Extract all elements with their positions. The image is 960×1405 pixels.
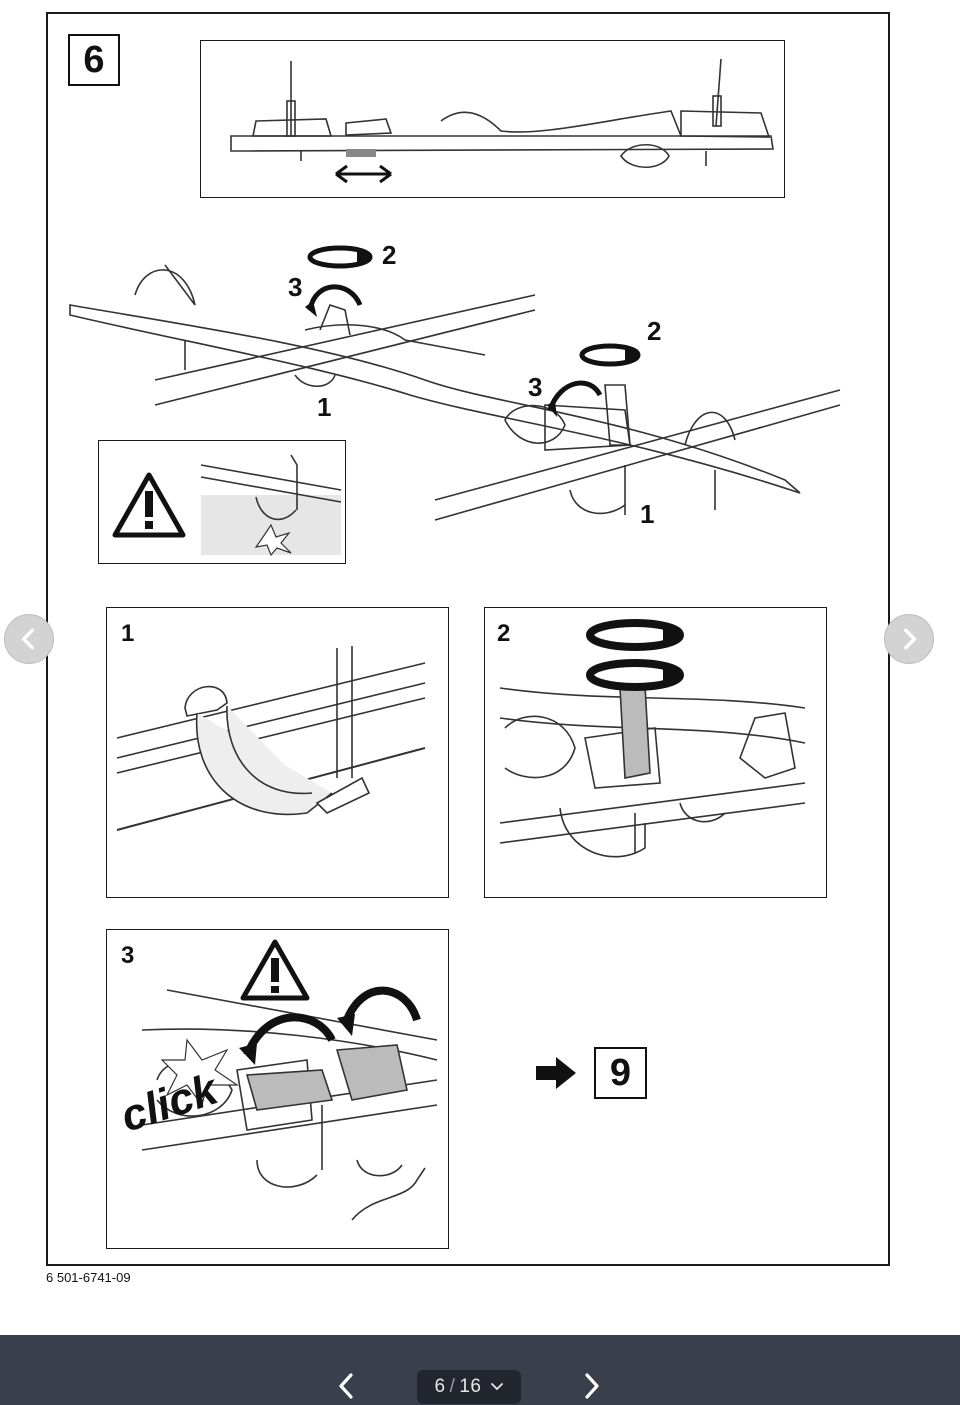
- next-step-reference: 9: [594, 1047, 647, 1099]
- panel-1-label: 1: [121, 620, 135, 647]
- chevron-left-icon: [21, 628, 34, 650]
- document-viewer: 6: [4, 12, 934, 1285]
- strap-detail-illustration: [116, 646, 426, 831]
- roof-contact-illustration: [200, 454, 342, 557]
- callout-rotate-2-rear: 2: [647, 316, 662, 346]
- detail-panel-2: 2: [484, 607, 827, 898]
- side-prev-page-button[interactable]: [4, 614, 54, 664]
- chevron-right-icon: [904, 628, 917, 650]
- bike-carrier-side-view: [230, 58, 774, 184]
- current-page-number: 6: [434, 1376, 446, 1397]
- detail-panel-3: click 3: [106, 929, 449, 1249]
- callout-strap-1-front: 1: [317, 392, 332, 422]
- step-number-box: 6: [68, 34, 120, 86]
- chevron-left-icon: [339, 1373, 353, 1399]
- chevron-down-icon: [490, 1383, 503, 1391]
- document-code: 6 501-6741-09: [46, 1270, 131, 1285]
- overview-illustration-box: [200, 40, 785, 198]
- total-pages: 16: [459, 1376, 482, 1397]
- page-separator: /: [449, 1376, 456, 1397]
- callout-rotate-2-front: 2: [382, 240, 397, 270]
- detail-panel-1: 1: [106, 607, 449, 898]
- side-next-page-button[interactable]: [884, 614, 934, 664]
- callout-strap-1-rear: 1: [640, 499, 655, 529]
- warning-illustration-box: [98, 440, 346, 564]
- page-selector-dropdown[interactable]: 6 / 16: [417, 1370, 521, 1404]
- lever-click-illustration: [141, 939, 438, 1221]
- chevron-right-icon: [585, 1373, 599, 1399]
- panel-2-label: 2: [497, 620, 511, 647]
- callout-lever-3-front: 3: [288, 272, 303, 302]
- arrow-right-icon: [536, 1057, 576, 1089]
- next-page-button[interactable]: [577, 1368, 607, 1404]
- callout-lever-3-rear: 3: [528, 372, 543, 402]
- knob-rotation-illustration: [499, 619, 806, 858]
- bike-carrier-perspective: [69, 245, 841, 521]
- prev-page-button[interactable]: [331, 1368, 361, 1404]
- panel-3-label: 3: [121, 942, 135, 969]
- warning-icon: [112, 472, 186, 538]
